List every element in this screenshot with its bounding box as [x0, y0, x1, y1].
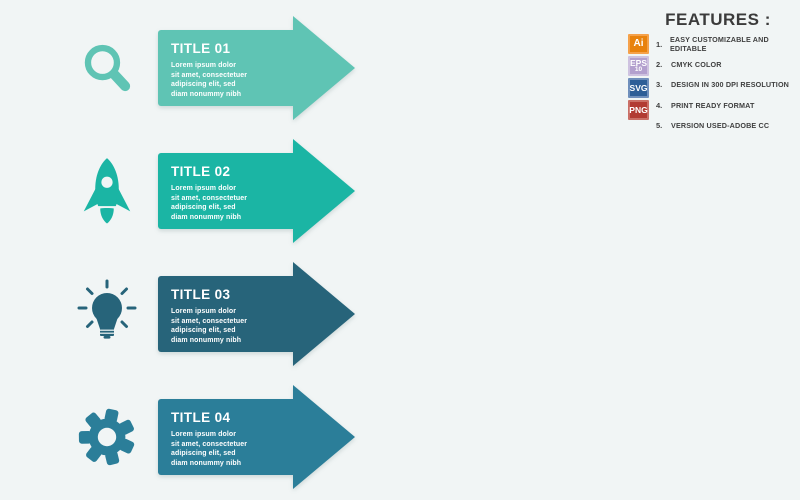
step-title-2: TITLE 02: [171, 164, 231, 179]
lightbulb-icon: [72, 262, 142, 366]
feature-item-2: 2. CMYK COLOR: [656, 60, 722, 70]
step-title-4: TITLE 04: [171, 410, 231, 425]
step-row-4: TITLE 04 Lorem ipsum dolor sit amet, con…: [0, 385, 800, 489]
eps-file-badge: EPS 10: [628, 56, 649, 76]
ai-file-badge: Ai: [628, 34, 649, 54]
step-text-4: Lorem ipsum dolor sit amet, consectetuer…: [171, 431, 248, 467]
rocket-icon: [72, 139, 142, 243]
arrow-head-3: [293, 262, 355, 366]
png-file-badge: PNG: [628, 100, 649, 120]
features-panel: FEATURES : Ai EPS 10 SVG PNG 1. EASY: [628, 10, 798, 136]
feature-item-1: 1. EASY CUSTOMIZABLE AND EDITABLE: [656, 35, 769, 54]
step-text-2: Lorem ipsum dolor sit amet, consectetuer…: [171, 185, 248, 221]
arrow-shape-1: TITLE 01 Lorem ipsum dolor sit amet, con…: [158, 16, 355, 120]
arrow-body-2: TITLE 02 Lorem ipsum dolor sit amet, con…: [158, 153, 294, 229]
arrow-shape-4: TITLE 04 Lorem ipsum dolor sit amet, con…: [158, 385, 355, 489]
feature-item-5: 5. VERSION USED-ADOBE CC: [656, 121, 770, 131]
step-row-3: TITLE 03 Lorem ipsum dolor sit amet, con…: [0, 262, 800, 366]
file-format-badges: Ai EPS 10 SVG PNG: [628, 34, 649, 120]
step-title-1: TITLE 01: [171, 41, 231, 56]
arrow-body-3: TITLE 03 Lorem ipsum dolor sit amet, con…: [158, 276, 294, 352]
search-icon: [72, 16, 142, 120]
features-list: 1. EASY CUSTOMIZABLE AND EDITABLE 2. CMY…: [656, 34, 798, 136]
step-row-2: TITLE 02 Lorem ipsum dolor sit amet, con…: [0, 139, 800, 243]
arrow-body-4: TITLE 04 Lorem ipsum dolor sit amet, con…: [158, 399, 294, 475]
arrow-head-4: [293, 385, 355, 489]
arrow-shape-2: TITLE 02 Lorem ipsum dolor sit amet, con…: [158, 139, 355, 243]
arrow-head-2: [293, 139, 355, 243]
arrow-body-1: TITLE 01 Lorem ipsum dolor sit amet, con…: [158, 30, 294, 106]
gear-icon: [72, 385, 142, 489]
feature-item-4: 4. PRINT READY FORMAT: [656, 100, 755, 110]
features-heading: FEATURES :: [665, 10, 771, 29]
arrow-head-1: [293, 16, 355, 120]
svg-file-badge: SVG: [628, 78, 649, 98]
step-text-3: Lorem ipsum dolor sit amet, consectetuer…: [171, 308, 248, 344]
step-row-1: TITLE 01 Lorem ipsum dolor sit amet, con…: [0, 16, 800, 120]
arrow-shape-3: TITLE 03 Lorem ipsum dolor sit amet, con…: [158, 262, 355, 366]
step-title-3: TITLE 03: [171, 287, 231, 302]
feature-item-3: 3. DESIGN IN 300 DPI RESOLUTION: [656, 80, 790, 90]
step-text-1: Lorem ipsum dolor sit amet, consectetuer…: [171, 62, 248, 98]
